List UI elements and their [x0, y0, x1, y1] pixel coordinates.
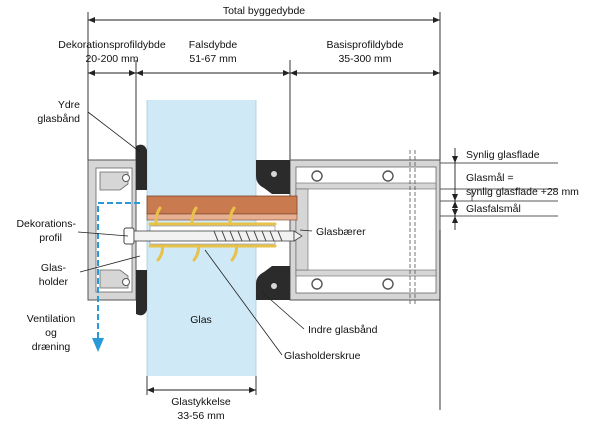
glass-size-label-1: Glasmål = [466, 172, 514, 184]
rebate-size-label: Glasfalsmål [466, 203, 521, 215]
rebate-depth-range: 51-67 mm [189, 53, 237, 65]
decoration-depth-range: 20-200 mm [85, 53, 138, 65]
base-profile [289, 150, 441, 410]
outer-gasket-label-1: Ydre [58, 99, 80, 111]
holder-screw-label: Glasholderskrue [284, 350, 361, 362]
glass-carrier [146, 195, 298, 221]
decoration-profile-label-1: Dekorations- [16, 218, 76, 230]
glass-thickness-label: Glastykkelse [171, 396, 231, 408]
leader-lines [77, 111, 313, 356]
inner-gasket-label: Indre glasbånd [308, 324, 378, 336]
decoration-profile-label-2: profil [39, 232, 62, 244]
total-depth-label: Total byggedybde [223, 5, 305, 17]
decoration-depth-label: Dekorationsprofildybde [58, 39, 166, 51]
glass-size-label-2: synlig glasflade +28 mm [466, 186, 579, 198]
ventilation-label-2: og [45, 327, 57, 339]
ventilation-arrow-icon [92, 338, 104, 352]
ventilation-path [97, 202, 140, 340]
visible-glass-label: Synlig glasflade [466, 149, 540, 161]
base-depth-range: 35-300 mm [338, 53, 391, 65]
glass-holder-label-2: holder [39, 276, 69, 288]
glass-carrier-label: Glasbærer [316, 226, 366, 238]
base-depth-label: Basisprofildybde [326, 39, 403, 51]
holder-screw [123, 227, 303, 245]
ventilation-label-3: dræning [32, 341, 71, 353]
glass-holder-label-1: Glas- [41, 262, 67, 274]
gaskets [136, 144, 290, 316]
glass-label: Glas [190, 314, 212, 326]
glass-thickness-range: 33-56 mm [177, 410, 225, 422]
outer-gasket-label-2: glasbånd [37, 113, 80, 125]
rebate-depth-label: Falsdybde [189, 39, 238, 51]
ventilation-label-1: Ventilation [27, 313, 76, 325]
